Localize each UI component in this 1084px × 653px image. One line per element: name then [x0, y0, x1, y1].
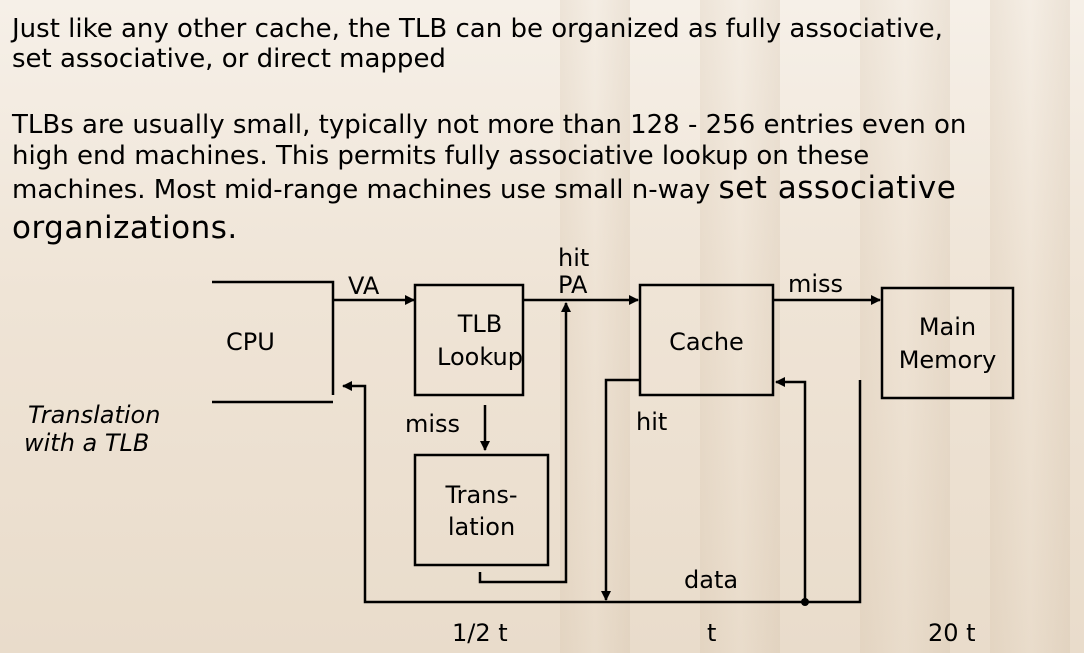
background-column	[700, 0, 780, 653]
translation-box	[413, 453, 550, 567]
cache-miss-label: miss	[788, 270, 844, 298]
main-memory-box	[880, 286, 1015, 400]
data-return-line	[342, 380, 862, 604]
background-column	[990, 0, 1070, 653]
pa-label: PA	[558, 271, 588, 299]
hit-top-label: hit	[558, 244, 590, 272]
lookup-label: Lookup	[437, 343, 523, 371]
paragraph-1-line-2: set associative, or direct mapped	[12, 44, 446, 74]
tlb-label: TLB	[457, 310, 503, 338]
data-label: data	[684, 566, 739, 594]
paragraph-1-line-1: Just like any other cache, the TLB can b…	[12, 14, 943, 44]
diagram-caption-line-1: Translation	[28, 401, 161, 429]
cpu-bracket	[212, 280, 335, 404]
time-cache-label: t	[707, 619, 717, 647]
tlb-lookup-box	[413, 283, 525, 397]
va-label: VA	[348, 272, 380, 300]
memory-label: Memory	[898, 346, 997, 374]
cache-hit-line	[601, 378, 640, 601]
paragraph-2-line-3: machines. Most mid-range machines use sm…	[12, 170, 957, 206]
paragraph-2-line-3-text: machines. Most mid-range machines use sm…	[12, 175, 719, 205]
junction-dot	[801, 598, 809, 606]
paragraph-2-line-2: high end machines. This permits fully as…	[12, 141, 870, 171]
set-associative-emphasis: set associative	[718, 170, 957, 206]
cache-box	[638, 283, 775, 397]
cpu-label: CPU	[226, 328, 275, 356]
cache-hit-label: hit	[636, 408, 668, 436]
trans-label: Trans-	[445, 481, 518, 509]
diagram-caption-line-2: with a TLB	[24, 429, 150, 457]
translation-output-line	[478, 302, 571, 584]
lation-label: lation	[447, 513, 516, 541]
memory-to-cache-line	[775, 377, 807, 602]
time-memory-label: 20 t	[928, 619, 976, 647]
paragraph-2-line-1: TLBs are usually small, typically not mo…	[12, 110, 967, 140]
cache-label: Cache	[669, 328, 744, 356]
paragraph-2-line-4: organizations.	[12, 210, 238, 246]
tlb-miss-label: miss	[405, 410, 461, 438]
time-tlb-label: 1/2 t	[452, 619, 508, 647]
background-column	[860, 0, 950, 653]
background-column	[560, 0, 630, 653]
main-label: Main	[918, 313, 977, 341]
